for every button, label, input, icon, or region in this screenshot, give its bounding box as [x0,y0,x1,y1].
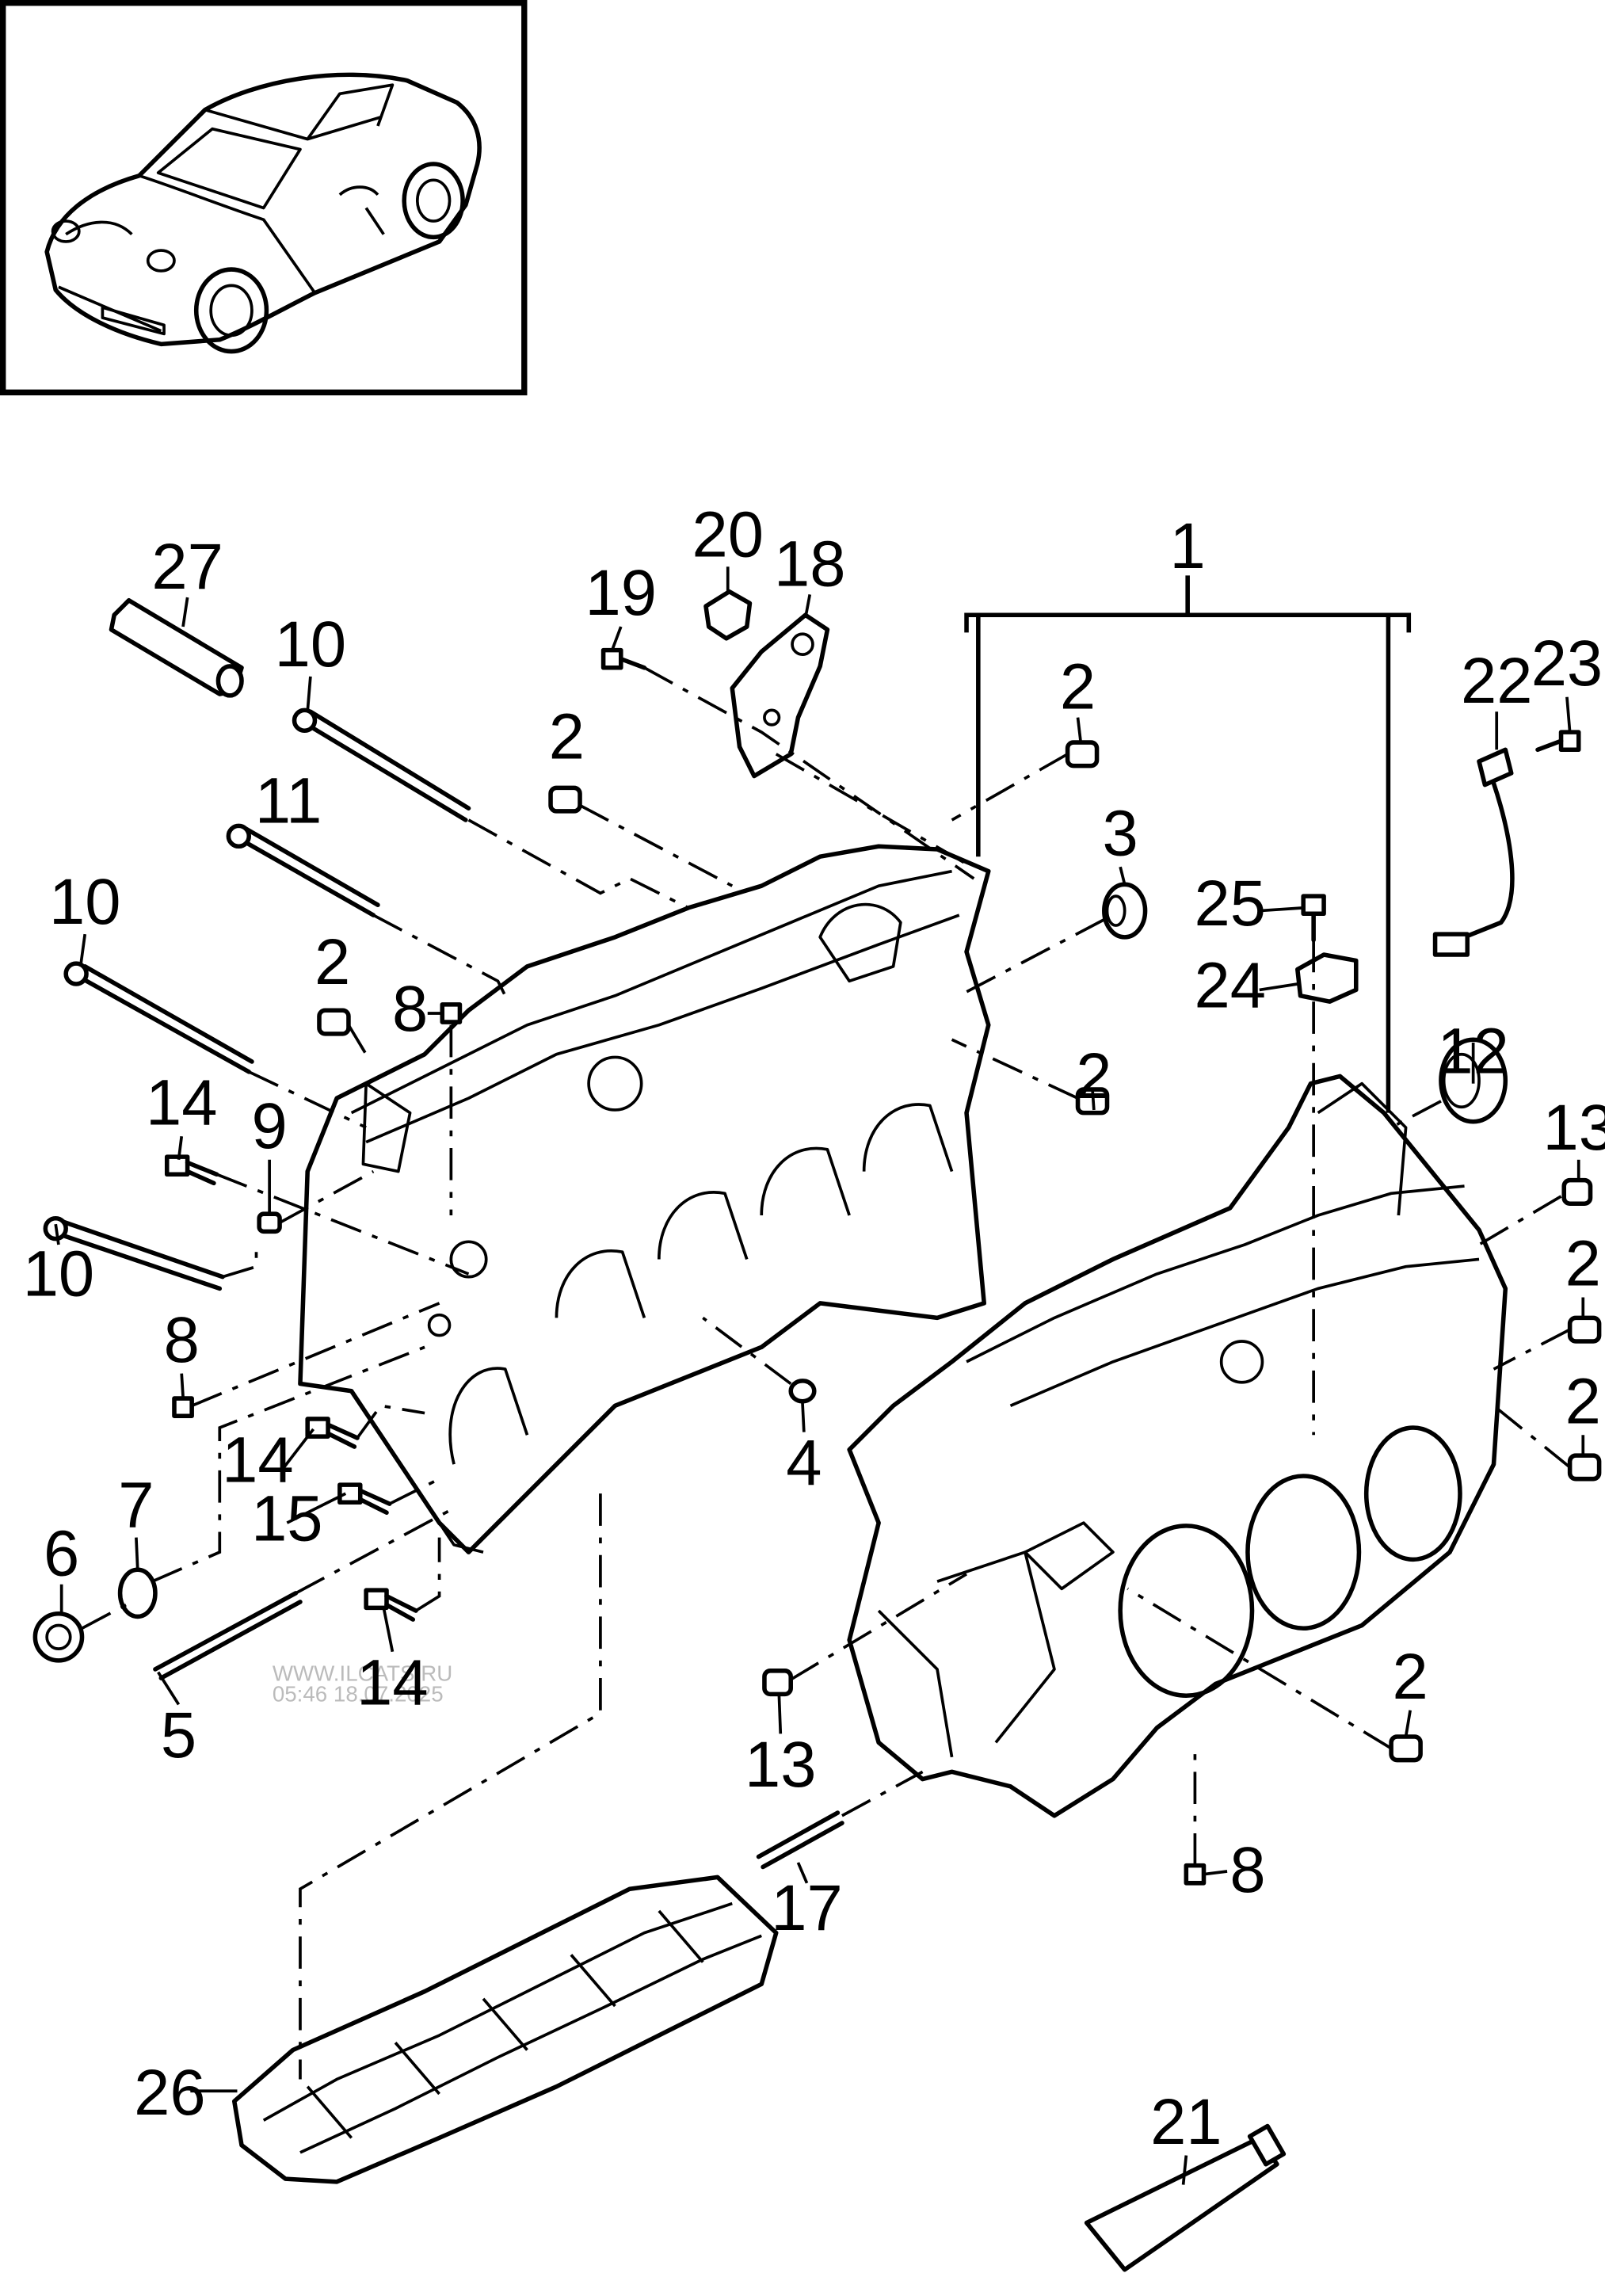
callout-labels: 1 2 2 2 2 2 2 2 3 4 5 6 7 8 8 8 9 10 10 … [23,498,1605,2157]
bolt-part-14-lower [364,1588,418,1622]
bolt-part-10-middle [63,961,254,1074]
sensor-part-20 [703,589,753,641]
callout-25: 25 [1195,868,1266,940]
callout-2: 2 [1565,1228,1601,1300]
callout-19: 19 [585,557,657,629]
crankcase-half-left [298,844,991,1554]
watermark-timestamp: 05:46 18.07.2025 [273,1682,444,1707]
plug-part-8-right [1184,1863,1207,1886]
callout-13: 13 [1542,1092,1605,1164]
callout-13: 13 [745,1729,816,1801]
callout-15: 15 [251,1482,322,1554]
knock-sensor-part-24 [1295,952,1359,1004]
dowel-parts-2 [317,740,1602,1763]
callout-27: 27 [151,531,223,603]
callout-2: 2 [315,926,350,998]
stud-part-17 [756,1810,844,1870]
callout-14: 14 [222,1424,293,1496]
plug-part-6 [32,1611,85,1663]
callout-21: 21 [1150,2086,1222,2158]
callout-4: 4 [786,1427,822,1499]
callout-9: 9 [252,1090,288,1162]
callout-2: 2 [549,700,585,772]
assembly-bracket-part-1 [964,575,1412,1113]
callout-6: 6 [44,1518,79,1590]
callout-14: 14 [356,1646,428,1718]
bolt-part-19 [600,647,647,670]
callout-2: 2 [1393,1641,1428,1713]
stud-part-5 [153,1591,303,1680]
callout-8: 8 [392,973,428,1045]
bolt-part-23 [1535,730,1581,753]
callout-10: 10 [49,866,120,938]
bolt-part-10-upper [292,707,471,822]
callout-5: 5 [161,1699,196,1772]
o-ring-part-4 [788,1379,817,1404]
callout-3: 3 [1103,797,1138,869]
callout-22: 22 [1461,645,1532,717]
callout-10: 10 [275,608,346,681]
callout-2: 2 [1565,1365,1601,1437]
tube-part-27 [109,597,244,698]
bolt-part-14-upper [164,1154,219,1186]
callout-11: 11 [255,765,322,837]
thumbnail-frame [0,0,528,396]
watermark-site: WWW.ILCATS.RU [273,1661,452,1686]
callout-8: 8 [1229,1834,1265,1906]
crankcase-half-right [847,1074,1508,1818]
callout-24: 24 [1195,950,1266,1022]
callout-26: 26 [134,2057,205,2129]
label-stubs [54,566,1585,2185]
small-parts [32,589,1602,2272]
shaft-seal-part-3 [1102,882,1148,940]
callout-7: 7 [118,1470,154,1542]
sleeve-part-13-lower [762,1669,793,1697]
leader-lines [81,666,1571,2080]
callout-20: 20 [692,498,763,570]
callout-1: 1 [1170,510,1206,582]
sealant-tube-part-21 [1084,2123,1287,2272]
bracket-part-18 [730,612,830,779]
sensor-part-22 [1432,747,1515,957]
seal-ring-part-7 [117,1567,158,1619]
callout-17: 17 [771,1872,842,1944]
sleeve-part-9 [257,1211,282,1234]
bolt-part-25 [1301,894,1326,943]
callout-18: 18 [774,528,845,600]
plug-part-8-left [172,1396,194,1418]
callout-10: 10 [23,1238,94,1310]
watermark: WWW.ILCATS.RU 05:46 18.07.2025 [273,1661,452,1707]
bolt-part-11 [226,823,380,917]
vehicle-thumbnail [0,0,528,396]
plug-part-8-upper [440,1002,463,1024]
bolt-part-15 [337,1482,392,1515]
callout-23: 23 [1531,627,1603,700]
callout-8: 8 [164,1304,200,1376]
bedplate-part-26 [231,1875,779,2184]
sleeve-part-13-upper [1561,1177,1593,1207]
bolt-part-14-middle [305,1417,360,1449]
roadster-car-icon [44,72,482,354]
callout-2: 2 [1060,651,1096,723]
callout-14: 14 [146,1066,217,1138]
